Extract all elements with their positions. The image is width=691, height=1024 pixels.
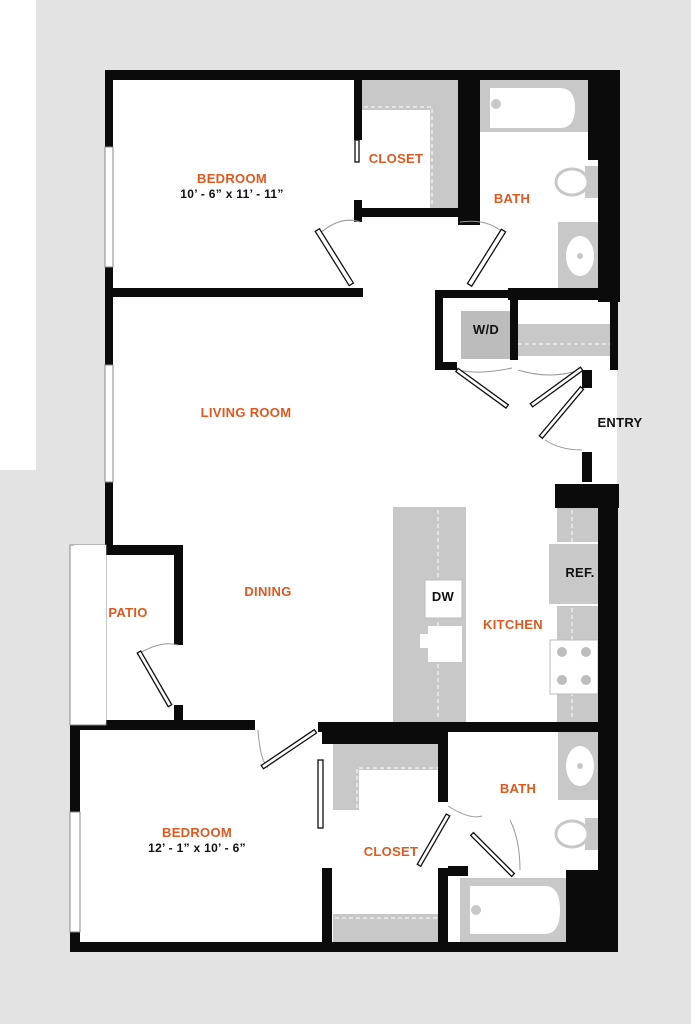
label-kitchen: KITCHEN [483,617,543,632]
closet-bottom-shelf-lower [333,914,440,942]
label-dining: DINING [244,584,291,599]
label-bedroom-top-dims: 10’ - 6” x 11’ - 11” [180,187,283,201]
toilet-top-tank [585,166,599,198]
label-dw: DW [432,589,455,604]
label-bath-top: BATH [494,191,530,206]
windows [69,146,114,933]
label-patio: PATIO [108,605,147,620]
washer-dryer [461,311,511,359]
linen-shelf [516,324,612,356]
walls [70,70,620,952]
window-top-bedroom [104,146,114,268]
label-closet-bottom: CLOSET [364,844,419,859]
fixtures [333,80,612,942]
closet-top-shelf-side [430,80,458,208]
closet-bottom-shelf-side [333,744,359,810]
label-bedroom-bottom-dims: 12’ - 1” x 10’ - 6” [148,841,246,855]
label-bath-bottom: BATH [500,781,536,796]
label-ref: REF. [565,565,594,580]
label-bedroom-bottom: BEDROOM [162,825,232,840]
label-closet-top: CLOSET [369,151,424,166]
toilet-bottom-tank [585,818,599,850]
label-bedroom-top: BEDROOM [197,171,267,186]
label-living-room: LIVING ROOM [201,405,292,420]
room-labels: BEDROOM 10’ - 6” x 11’ - 11” CLOSET BATH… [108,151,642,859]
label-entry: ENTRY [597,415,642,430]
window-bottom-bedroom [69,811,81,933]
label-wd: W/D [473,322,499,337]
doors [136,139,585,878]
interior-floor [70,70,617,952]
window-living-room [104,364,114,483]
